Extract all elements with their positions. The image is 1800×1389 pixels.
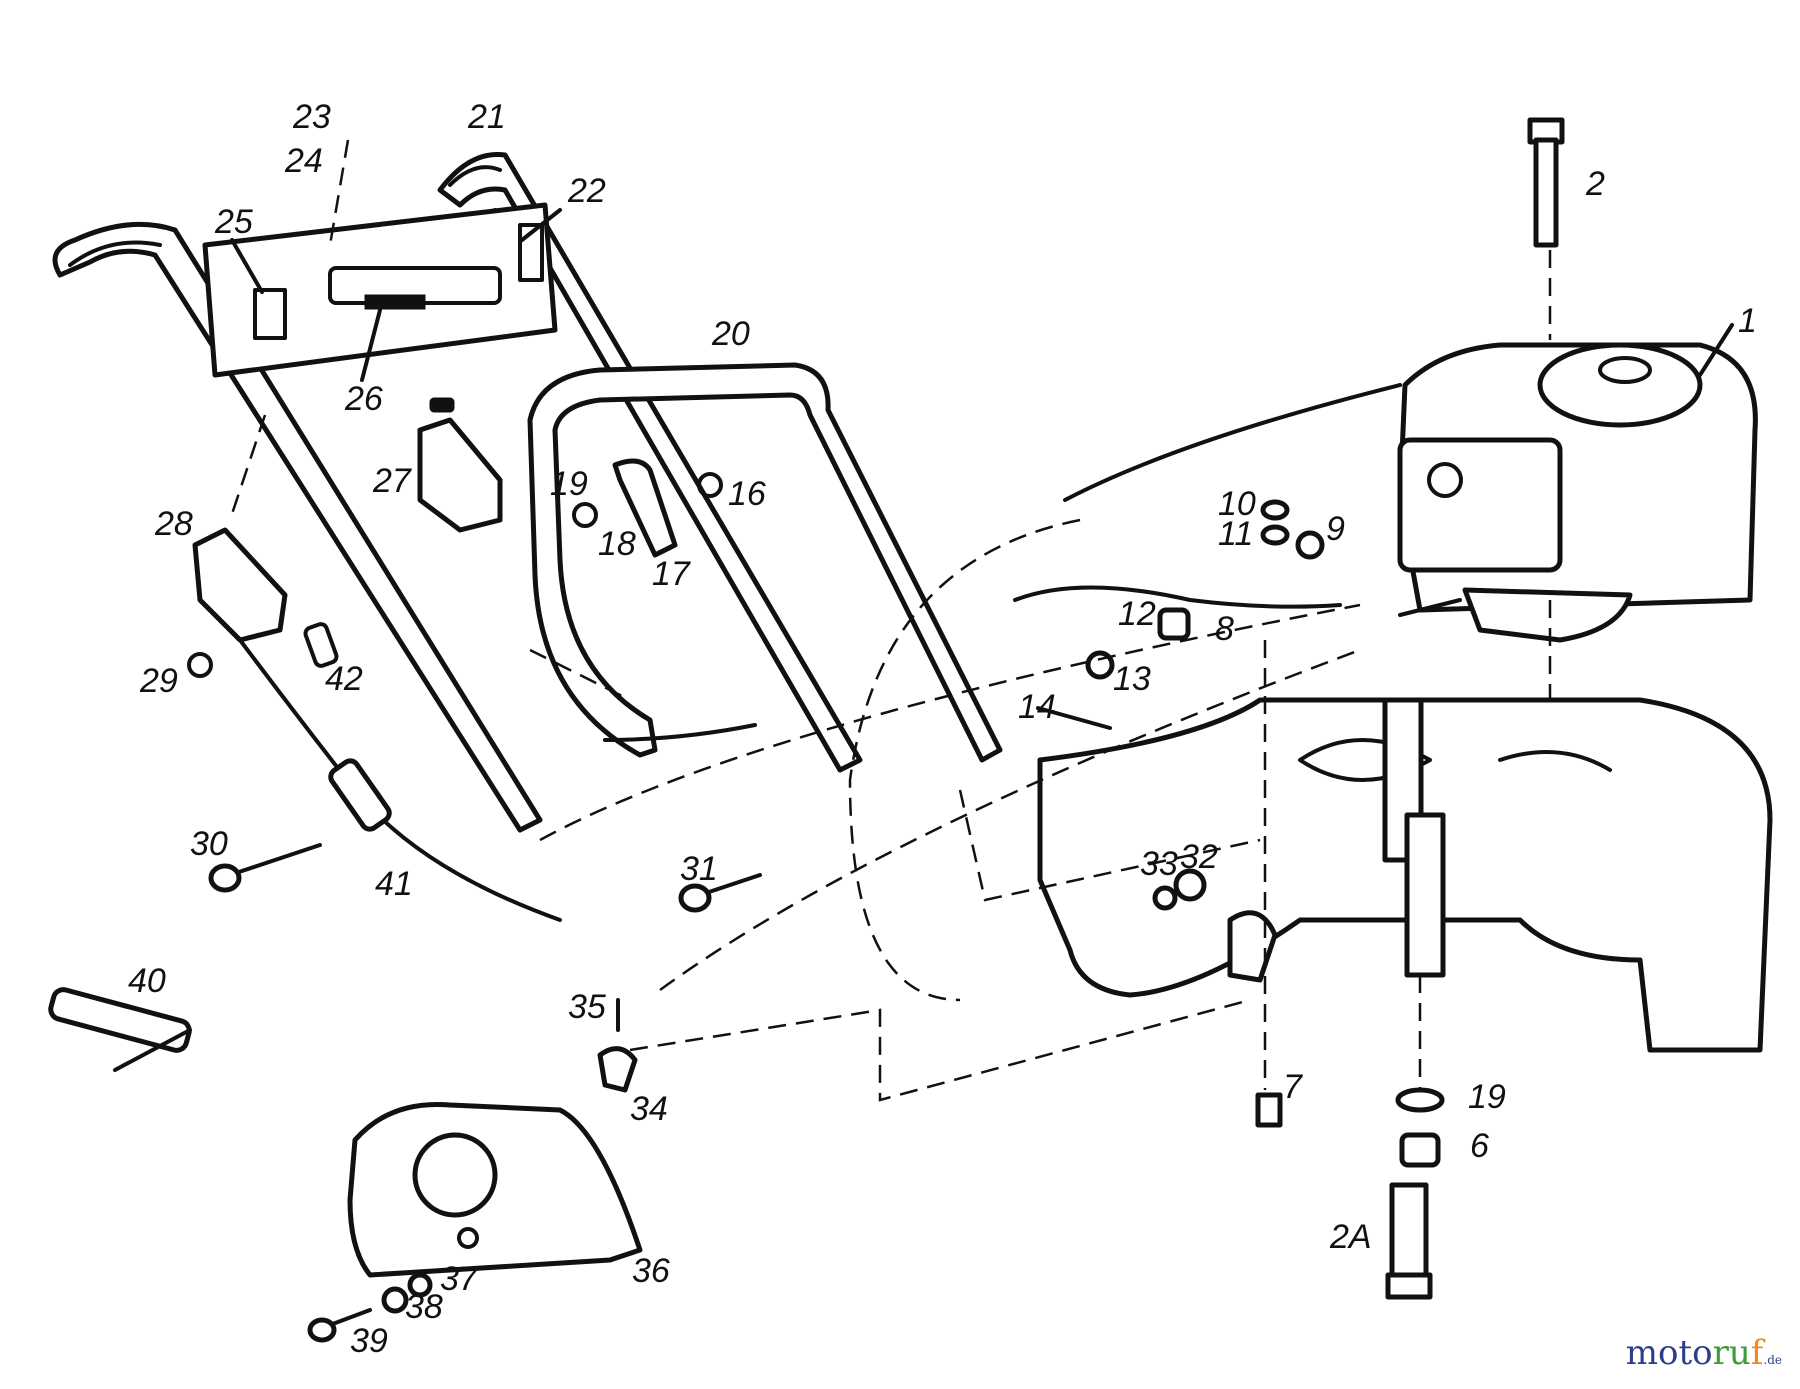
callout-19a: 19 <box>550 465 588 503</box>
callout-13: 13 <box>1113 660 1151 698</box>
clutch-bow <box>527 362 1003 763</box>
callout-32: 32 <box>1180 838 1218 876</box>
watermark-logo: motoruf.de <box>1626 1333 1782 1373</box>
callout-20: 20 <box>711 315 750 353</box>
callout-9: 9 <box>1326 510 1345 548</box>
callout-37: 37 <box>440 1260 479 1298</box>
callout-39: 39 <box>350 1322 388 1360</box>
callout-16: 16 <box>728 475 766 513</box>
callout-19b: 19 <box>1468 1078 1506 1116</box>
callout-numbers: 1 2 2A 6 7 8 9 10 11 12 13 14 16 17 18 1… <box>128 98 1757 1360</box>
throttle-lever <box>572 458 723 558</box>
callout-11: 11 <box>1218 515 1253 553</box>
nuts <box>1085 499 1445 1168</box>
bolt-30 <box>208 843 322 893</box>
cable <box>238 638 562 922</box>
callout-31: 31 <box>680 850 718 888</box>
callout-28: 28 <box>154 505 193 543</box>
callout-30: 30 <box>190 825 228 863</box>
callout-35: 35 <box>568 988 606 1026</box>
callout-22: 22 <box>567 172 606 210</box>
callout-17: 17 <box>652 555 691 593</box>
bracket-27 <box>417 397 503 533</box>
callout-24: 24 <box>284 142 323 180</box>
throttle-cable <box>603 383 1402 742</box>
callout-1: 1 <box>1738 302 1757 340</box>
wrench <box>48 987 192 1072</box>
callout-10: 10 <box>1218 485 1256 523</box>
callout-40: 40 <box>128 962 166 1000</box>
bracket-28 <box>187 527 339 678</box>
callout-18: 18 <box>598 525 636 563</box>
bolt-2a <box>1385 1182 1433 1300</box>
watermark-part-d: .de <box>1763 1353 1782 1367</box>
callout-41: 41 <box>375 865 413 903</box>
callout-36: 36 <box>632 1252 670 1290</box>
leader-lines <box>230 208 1734 730</box>
callout-2: 2 <box>1585 165 1605 203</box>
callout-12: 12 <box>1118 595 1156 633</box>
callout-27: 27 <box>372 462 412 500</box>
assembly-lines <box>228 139 1552 1102</box>
callout-25: 25 <box>214 203 253 241</box>
callout-38: 38 <box>405 1288 443 1326</box>
bolt-31 <box>678 873 762 913</box>
callout-6: 6 <box>1470 1127 1489 1165</box>
belt-cover <box>347 1101 643 1278</box>
callout-21: 21 <box>467 98 506 136</box>
callout-42: 42 <box>325 660 363 698</box>
callout-34: 34 <box>630 1090 668 1128</box>
watermark-part-c: f <box>1750 1333 1764 1373</box>
bolt-39 <box>307 998 638 1343</box>
watermark-part-a: moto <box>1625 1333 1713 1373</box>
control-panel <box>202 202 558 378</box>
bolt-2 <box>1527 117 1565 248</box>
callout-33: 33 <box>1140 845 1178 883</box>
callout-2a: 2A <box>1329 1218 1372 1256</box>
callout-8: 8 <box>1215 610 1234 648</box>
shaft <box>1382 697 1446 978</box>
callout-7: 7 <box>1283 1068 1303 1106</box>
callout-29: 29 <box>139 662 178 700</box>
watermark-part-b: ru <box>1712 1333 1751 1373</box>
callout-23: 23 <box>292 98 331 136</box>
callout-26: 26 <box>344 380 383 418</box>
engine <box>1397 342 1758 643</box>
